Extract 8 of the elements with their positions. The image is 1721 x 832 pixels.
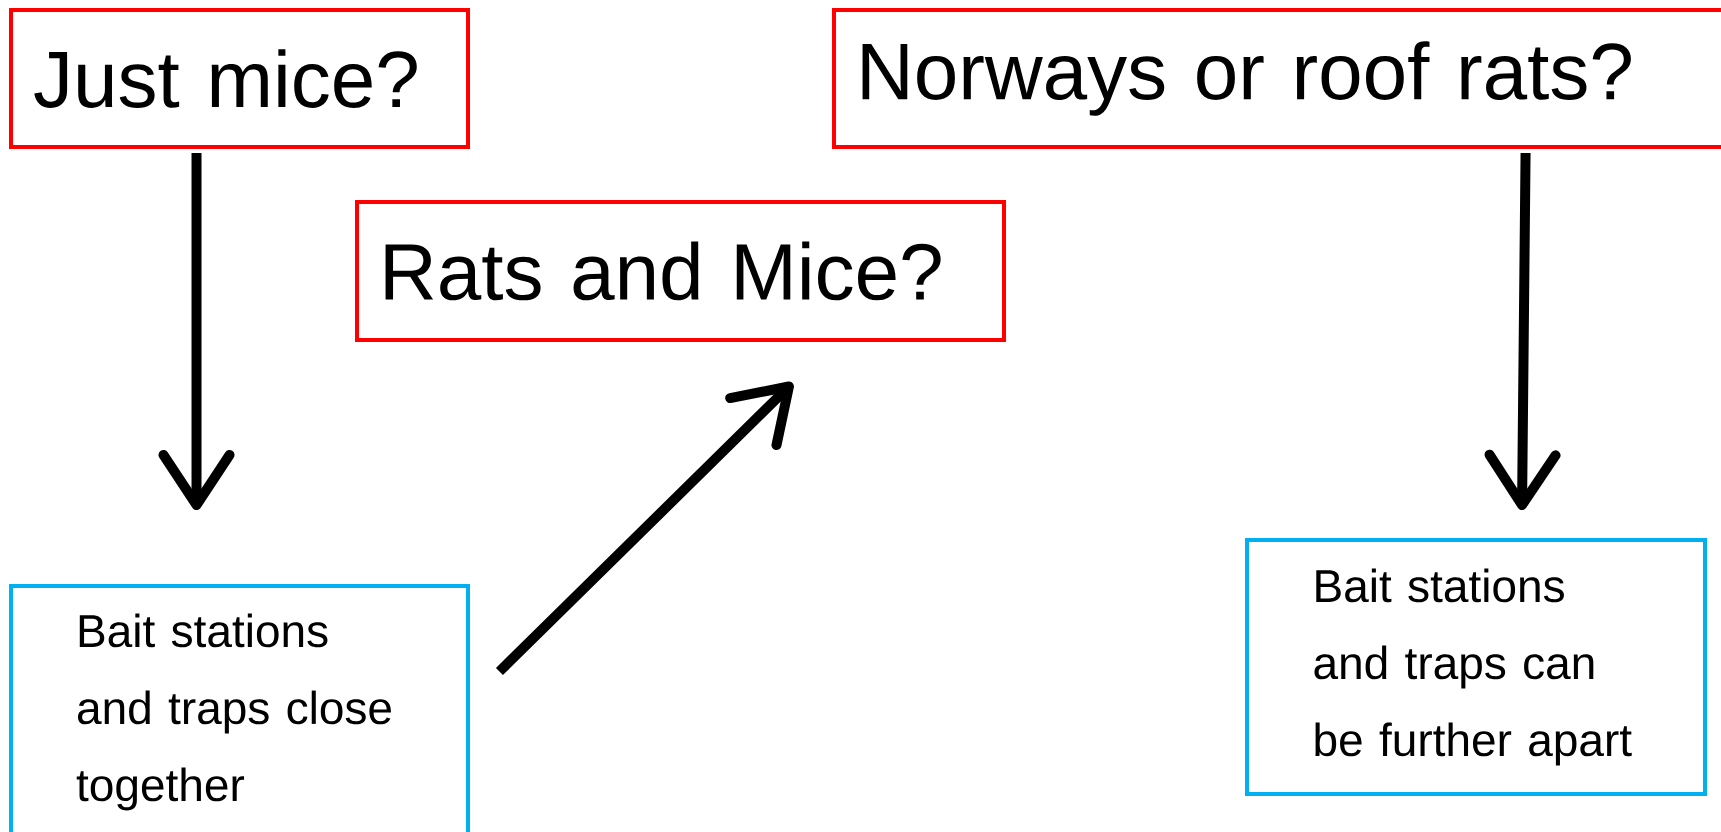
question-box: Just mice? — [9, 8, 470, 149]
question-box: Rats and Mice? — [355, 200, 1006, 342]
arrow — [498, 381, 794, 673]
arrow — [158, 153, 235, 510]
answer-box: Bait stations and traps close together — [9, 584, 470, 832]
answer-box: Bait stations and traps can be further apart — [1245, 538, 1707, 796]
question-box: Norways or roof rats? — [832, 8, 1721, 149]
arrow — [1484, 153, 1561, 510]
